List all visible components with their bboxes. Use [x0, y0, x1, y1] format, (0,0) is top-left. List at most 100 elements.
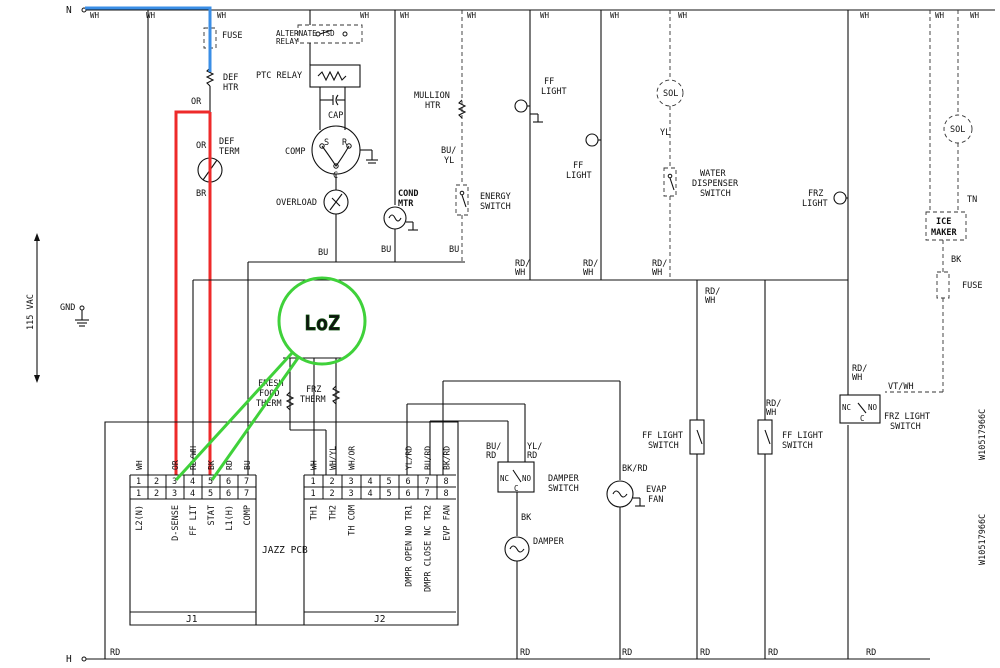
fresh-food-therm-label: FRESH	[258, 379, 284, 389]
svg-text:WH: WH	[515, 268, 525, 278]
svg-text:WH: WH	[540, 11, 550, 20]
wire-or-top: OR	[191, 97, 202, 107]
svg-text:LIGHT: LIGHT	[802, 199, 828, 209]
ff-light-2-label: FF	[573, 161, 583, 171]
j2-label: J2	[374, 614, 385, 625]
wire-bu-mullion: BU	[449, 245, 459, 255]
j1-pin-7: 7	[244, 477, 249, 487]
j1-pin-3: 3	[172, 477, 177, 487]
j1-label: J1	[186, 614, 198, 625]
svg-text:LIGHT: LIGHT	[566, 171, 592, 181]
j1-function-7: COMP	[243, 505, 253, 525]
j2-pin-1: 1	[311, 477, 316, 487]
j2-wire-color-2: WH/YL	[329, 446, 338, 470]
j2-wire-color-7: BU/RD	[424, 446, 433, 470]
svg-text:RD: RD	[866, 648, 876, 658]
j2-pin-2-b: 2	[330, 489, 335, 499]
wire-yl-rd-damper: YL/	[527, 442, 542, 452]
svg-text:RD/: RD/	[766, 399, 781, 409]
evap-fan-label: EVAP	[646, 485, 666, 495]
cap-label: CAP	[328, 111, 343, 121]
j1-wire-color-3: OR	[171, 460, 180, 470]
j2-pin-8: 8	[444, 477, 449, 487]
ff-light-1-label: FF	[544, 77, 554, 87]
j2-pin-4: 4	[368, 477, 373, 487]
frz-light-switch	[839, 394, 881, 424]
j2-pin-7: 7	[425, 477, 430, 487]
j2-wire-color-3: WH/OR	[348, 446, 357, 470]
svg-text:WH: WH	[217, 11, 227, 20]
mullion-branch	[455, 10, 469, 262]
svg-text:THERM: THERM	[300, 395, 326, 405]
rails	[81, 7, 995, 662]
svg-text:RD: RD	[527, 451, 537, 461]
svg-text:SWITCH: SWITCH	[548, 484, 579, 494]
bottom-rd-labels: RD RD RD RD RD RD	[110, 648, 876, 658]
ff-light-switch-1	[689, 419, 705, 659]
svg-text:WH: WH	[652, 268, 662, 278]
fuse-label: FUSE	[222, 31, 242, 41]
ptc-relay-label: PTC RELAY	[256, 71, 302, 81]
overload-label: OVERLOAD	[276, 198, 317, 208]
svg-text:WH: WH	[970, 11, 980, 20]
loz-callout	[174, 276, 367, 482]
damper-label: DAMPER	[533, 537, 565, 547]
svg-text:WH: WH	[360, 11, 370, 20]
voltage-arrow	[34, 233, 40, 383]
svg-text:HTR: HTR	[425, 101, 441, 111]
cond-mtr-branch	[383, 10, 418, 262]
ff-light-switch-1-label: FF LIGHT	[642, 431, 683, 441]
wire-yl: YL	[660, 128, 670, 138]
j2-pin-2: 2	[330, 477, 335, 487]
wire-tn: TN	[967, 195, 977, 205]
wire-bu-yl: BU/	[441, 146, 456, 156]
wire-bu-rd-damper: BU/	[486, 442, 501, 452]
j1-wire-color-1: WH	[135, 460, 144, 470]
wire-vt-wh: VT/WH	[888, 382, 914, 392]
damper-evap-wiring	[406, 380, 645, 659]
comp-terminal-r: R	[342, 138, 348, 148]
svg-text:WH: WH	[678, 11, 688, 20]
svg-text:RD: RD	[486, 451, 496, 461]
svg-text:SWITCH: SWITCH	[480, 202, 511, 212]
svg-text:SWITCH: SWITCH	[890, 422, 921, 432]
svg-text:TERM: TERM	[219, 147, 239, 157]
wire-bk-rd-evap: BK/RD	[622, 464, 648, 474]
svg-text:C: C	[860, 414, 865, 423]
wire-bu-comp: BU	[318, 248, 328, 258]
svg-text:THERM: THERM	[256, 399, 282, 409]
sol-2-label: SOL	[950, 125, 965, 135]
ff-light-switch-2-label: FF LIGHT	[782, 431, 823, 441]
doc-number-1: W10517966C	[978, 409, 988, 460]
j2-pin-7-b: 7	[425, 489, 430, 499]
j1-pin-1: 1	[136, 477, 141, 487]
svg-text:C: C	[514, 484, 519, 493]
wire-bk-damper: BK	[521, 513, 532, 523]
j1-pin-3-b: 3	[172, 489, 177, 499]
j2-pin-6: 6	[406, 477, 411, 487]
j2-function-7: DMPR CLOSE NC TR2	[424, 505, 434, 592]
j2-pin-3-b: 3	[349, 489, 354, 499]
j2-pin-3: 3	[349, 477, 354, 487]
pcb-name: JAZZ PCB	[262, 545, 308, 556]
frz-light-label: FRZ	[808, 189, 823, 199]
ice-maker-label: ICE	[936, 217, 951, 227]
j1-wire-color-6: RD	[225, 460, 234, 470]
wire-bu-cond: BU	[381, 245, 391, 255]
j2-wire-color-6: YL/RD	[405, 446, 414, 470]
rd-wh-bus	[192, 279, 848, 475]
jazz-pcb-board	[104, 421, 459, 659]
j2-pin-6-b: 6	[406, 489, 411, 499]
svg-text:MTR: MTR	[398, 199, 414, 209]
svg-text:RELAY: RELAY	[276, 37, 299, 46]
j1-pin-7-b: 7	[244, 489, 249, 499]
svg-text:RD: RD	[110, 648, 120, 658]
svg-text:YL: YL	[444, 156, 454, 166]
neutral-highlight	[85, 6, 212, 72]
comp-terminal-s: S	[324, 138, 329, 148]
ff-light-1-branch	[514, 10, 543, 280]
j1-wire-color-7: BU	[243, 460, 252, 470]
